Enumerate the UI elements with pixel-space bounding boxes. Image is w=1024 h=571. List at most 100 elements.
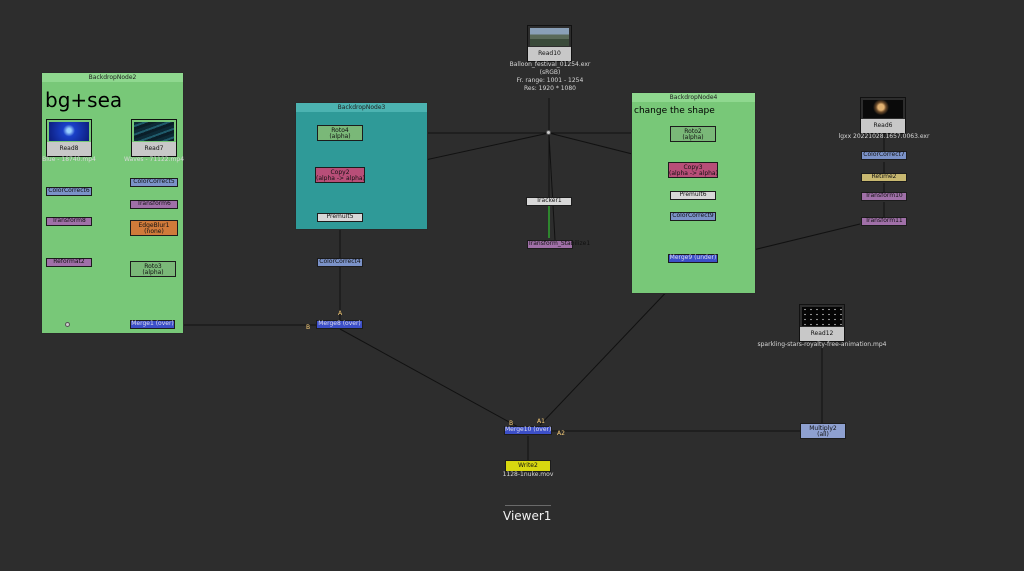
node-label: Premult5 bbox=[326, 213, 354, 220]
copy2-node[interactable]: Copy2(alpha -> alpha) bbox=[315, 167, 365, 183]
node-sublabel: (alpha) bbox=[329, 133, 351, 140]
read12-thumbnail bbox=[802, 307, 842, 326]
node-label: Merge8 (over) bbox=[318, 320, 361, 327]
node-label: Merge1 (over) bbox=[131, 320, 174, 327]
node-sublabel: (alpha) bbox=[142, 269, 164, 276]
input-b-label: B bbox=[306, 324, 311, 331]
node-label: ColorCorrect7 bbox=[863, 151, 905, 158]
copy3-node[interactable]: Copy3(alpha -> alpha) bbox=[668, 162, 718, 178]
read7-node[interactable]: Read7 bbox=[131, 119, 177, 157]
read8-thumbnail bbox=[49, 122, 89, 141]
node-label: Transform_Stabilize1 bbox=[528, 240, 591, 247]
node-label: Roto3 bbox=[144, 263, 162, 270]
read10-resolution: Res: 1920 * 1080 bbox=[524, 85, 576, 92]
node-label: ColorCorrect6 bbox=[48, 187, 90, 194]
reformat2-node[interactable]: Reformat2 bbox=[46, 258, 92, 267]
node-label: Retime2 bbox=[871, 173, 897, 180]
read7-file: Waves - 71122.mp4 bbox=[123, 156, 185, 163]
read10-colorspace: (sRGB) bbox=[539, 69, 561, 76]
node-label: Roto2 bbox=[684, 128, 702, 135]
multiply2-node[interactable]: Multiply2(all) bbox=[800, 423, 846, 439]
read6-file: lgxx 20221028.1657.0063.exr bbox=[838, 133, 930, 140]
node-label: EdgeBlur1 bbox=[138, 222, 170, 229]
node-sublabel: (alpha) bbox=[682, 134, 704, 141]
node-sublabel: (alpha -> alpha) bbox=[669, 170, 718, 177]
read7-thumbnail bbox=[134, 122, 174, 141]
transform6-node[interactable]: Transform6 bbox=[130, 200, 178, 209]
node-label: Merge9 (under) bbox=[669, 254, 717, 261]
node-label: Roto4 bbox=[331, 127, 349, 134]
viewer1-node[interactable]: Viewer1 bbox=[503, 509, 552, 523]
write2-node[interactable]: Write2 bbox=[505, 460, 551, 472]
dot-node[interactable] bbox=[65, 322, 70, 327]
backdrop-title: BackdropNode4 bbox=[632, 93, 755, 102]
input-b-label: B bbox=[509, 420, 514, 427]
tracker1-node[interactable]: Tracker1 bbox=[526, 197, 572, 206]
retime2-node[interactable]: Retime2 bbox=[861, 173, 907, 182]
node-label: Transform6 bbox=[137, 200, 171, 207]
node-label: Transform10 bbox=[865, 192, 903, 199]
backdrop-label: change the shape bbox=[634, 106, 715, 116]
premult6-node[interactable]: Premult6 bbox=[670, 191, 716, 200]
input-a-label: A bbox=[338, 310, 343, 317]
merge9-node[interactable]: Merge9 (under) bbox=[668, 254, 718, 263]
input-a1-label: A1 bbox=[537, 418, 545, 425]
read10-node[interactable]: Read10 bbox=[527, 25, 572, 62]
roto2-node[interactable]: Roto2(alpha) bbox=[670, 126, 716, 142]
roto4-node[interactable]: Roto4(alpha) bbox=[317, 125, 363, 141]
node-label: Tracker1 bbox=[536, 197, 562, 204]
colorcorrect4-node[interactable]: ColorCorrect4 bbox=[317, 258, 363, 267]
read6-thumbnail bbox=[863, 100, 903, 118]
transform-stabilize1-node[interactable]: Transform_Stabilize1 bbox=[527, 240, 591, 249]
node-sublabel: (alpha -> alpha) bbox=[316, 175, 365, 182]
node-label: Premult6 bbox=[679, 191, 707, 198]
colorcorrect6-node[interactable]: ColorCorrect6 bbox=[46, 187, 92, 196]
backdrop-label: bg+sea bbox=[45, 88, 123, 112]
read8-label: Read8 bbox=[47, 142, 91, 156]
transform10-node[interactable]: Transform10 bbox=[861, 192, 907, 201]
read10-thumbnail bbox=[530, 28, 569, 46]
backdrop-title: BackdropNode2 bbox=[42, 73, 183, 82]
node-label: Reformat2 bbox=[53, 258, 85, 265]
node-label: ColorCorrect5 bbox=[133, 178, 175, 185]
read8-node[interactable]: Read8 bbox=[46, 119, 92, 157]
roto3-node[interactable]: Roto3(alpha) bbox=[130, 261, 176, 277]
node-label: Transform11 bbox=[865, 217, 903, 224]
transform11-node[interactable]: Transform11 bbox=[861, 217, 907, 226]
read12-node[interactable]: Read12 bbox=[799, 304, 845, 342]
node-label: Copy3 bbox=[683, 164, 703, 171]
colorcorrect5-node[interactable]: ColorCorrect5 bbox=[130, 178, 178, 187]
read7-label: Read7 bbox=[132, 142, 176, 156]
read6-label: Read6 bbox=[861, 119, 905, 133]
viewer-divider bbox=[505, 505, 551, 506]
backdrop-title: BackdropNode3 bbox=[296, 103, 427, 112]
read12-label: Read12 bbox=[800, 327, 844, 341]
input-a2-label: A2 bbox=[557, 430, 565, 437]
node-label: ColorCorrect9 bbox=[672, 212, 714, 219]
edgeblur1-node[interactable]: EdgeBlur1(none) bbox=[130, 220, 178, 236]
node-label: ColorCorrect4 bbox=[319, 258, 361, 265]
node-sublabel: (all) bbox=[817, 431, 829, 438]
node-label: Multiply2 bbox=[809, 425, 837, 432]
merge8-node[interactable]: Merge8 (over) bbox=[316, 320, 363, 329]
merge10-node[interactable]: Merge10 (over) bbox=[504, 426, 552, 435]
read12-file: sparkling-stars-royalty-free-animation.m… bbox=[757, 341, 887, 348]
node-label: Merge10 (over) bbox=[505, 426, 552, 433]
node-sublabel: (none) bbox=[144, 228, 164, 235]
node-label: Transform8 bbox=[52, 217, 86, 224]
colorcorrect9-node[interactable]: ColorCorrect9 bbox=[670, 212, 716, 221]
dot-node[interactable] bbox=[546, 130, 551, 135]
merge1-node[interactable]: Merge1 (over) bbox=[130, 320, 175, 329]
read10-frame-range: Fr. range: 1001 - 1254 bbox=[516, 77, 584, 84]
transform8-node[interactable]: Transform8 bbox=[46, 217, 92, 226]
read6-node[interactable]: Read6 bbox=[860, 97, 906, 134]
backdrop-node-3[interactable]: BackdropNode3 bbox=[295, 102, 428, 230]
node-label: Copy2 bbox=[330, 169, 350, 176]
node-label: Write2 bbox=[518, 462, 538, 469]
read8-file: Blue - 18740.mp4 bbox=[42, 156, 96, 163]
read10-file: Balloon_festival_01254.exr bbox=[509, 61, 591, 68]
write2-file: 1128-1nuke.mov bbox=[502, 471, 554, 478]
premult5-node[interactable]: Premult5 bbox=[317, 213, 363, 222]
colorcorrect7-node[interactable]: ColorCorrect7 bbox=[861, 151, 907, 160]
